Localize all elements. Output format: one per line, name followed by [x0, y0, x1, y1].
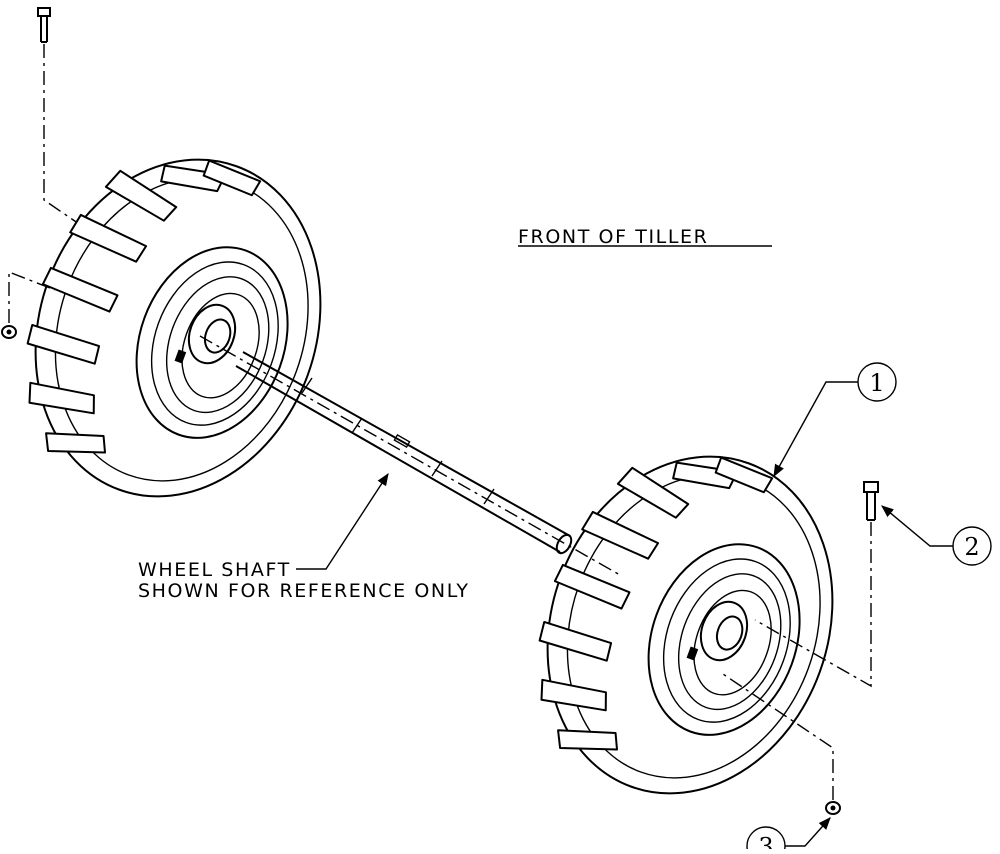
front-of-tiller-heading: FRONT OF TILLER: [518, 226, 708, 248]
right-nut-path: [719, 671, 834, 800]
right-nut: [825, 801, 841, 815]
right-bolt-path: [754, 522, 872, 688]
callout-2-number: 2: [964, 533, 979, 561]
callout-1-leader: [773, 381, 858, 478]
callout-3-number: 3: [758, 833, 773, 849]
callout-1-number: 1: [869, 369, 884, 397]
left-bolt: [37, 7, 51, 43]
callout-3-leader: [785, 817, 831, 847]
shaft-leader: [296, 472, 389, 570]
left-wheel: [26, 158, 322, 498]
left-nut-path: [8, 270, 56, 323]
shaft-label-line2: SHOWN FOR REFERENCE ONLY: [138, 580, 470, 602]
shaft-centerline: [199, 335, 621, 576]
right-bolt: [863, 481, 879, 521]
left-bolt-path: [43, 44, 86, 229]
shaft-label-line1: WHEEL SHAFT: [138, 559, 291, 581]
wheel-shaft: [235, 351, 573, 555]
left-nut: [1, 325, 17, 339]
right-wheel: [538, 455, 834, 795]
callout-2-leader: [881, 505, 953, 547]
